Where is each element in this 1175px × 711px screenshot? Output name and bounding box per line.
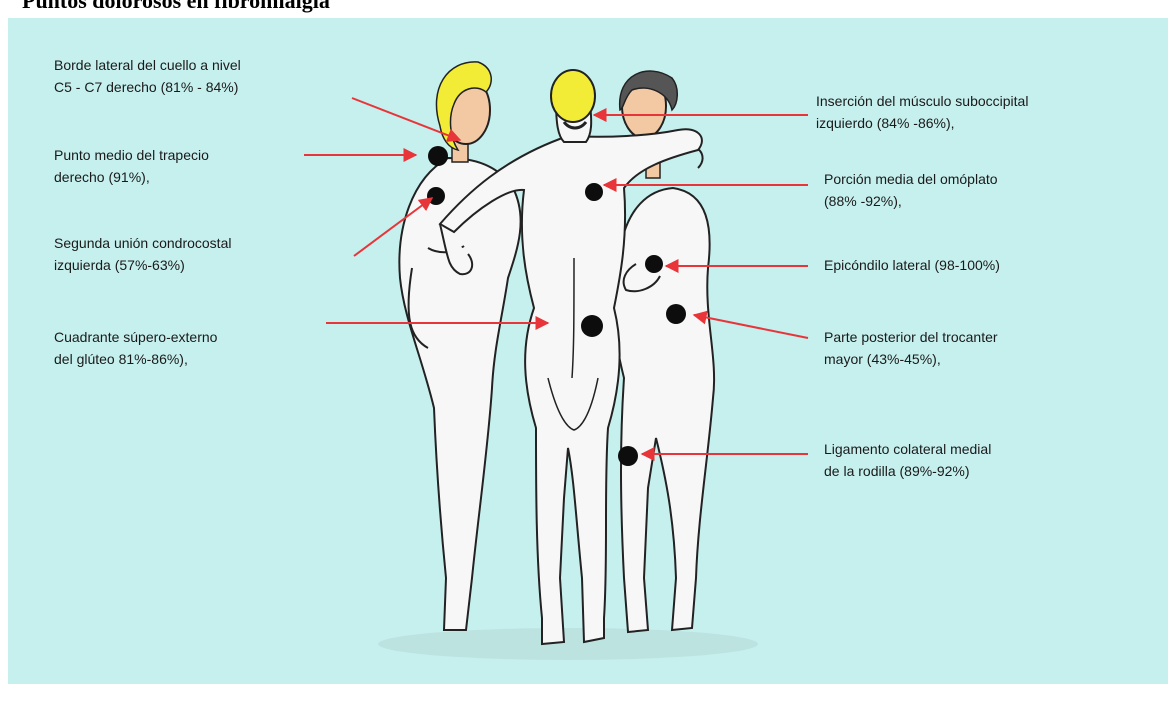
label-suboccipital: Inserción del músculo suboccipital izqui…: [816, 90, 1028, 134]
tender-point: [427, 187, 445, 205]
diagram-panel: Borde lateral del cuello a nivel C5 - C7…: [8, 18, 1168, 684]
tender-point: [666, 304, 686, 324]
label-costochondral: Segunda unión condrocostal izquierda (57…: [54, 232, 231, 276]
tender-point: [618, 446, 638, 466]
tender-point: [428, 146, 448, 166]
tender-point: [585, 183, 603, 201]
page-title: Puntos dolorosos en fibromialgia: [22, 0, 330, 12]
tender-point: [581, 315, 603, 337]
ground-shadow: [378, 628, 758, 660]
label-knee: Ligamento colateral medial de la rodilla…: [824, 438, 991, 482]
label-trapezius: Punto medio del trapecio derecho (91%),: [54, 144, 209, 188]
label-scapula: Porción media del omóplato (88% -92%),: [824, 168, 998, 212]
label-cervical: Borde lateral del cuello a nivel C5 - C7…: [54, 54, 241, 98]
tender-point: [645, 255, 663, 273]
label-trochanter: Parte posterior del trocanter mayor (43%…: [824, 326, 998, 370]
label-epicondyle: Epicóndilo lateral (98-100%): [824, 254, 1000, 276]
label-gluteal: Cuadrante súpero-externo del glúteo 81%-…: [54, 326, 217, 370]
